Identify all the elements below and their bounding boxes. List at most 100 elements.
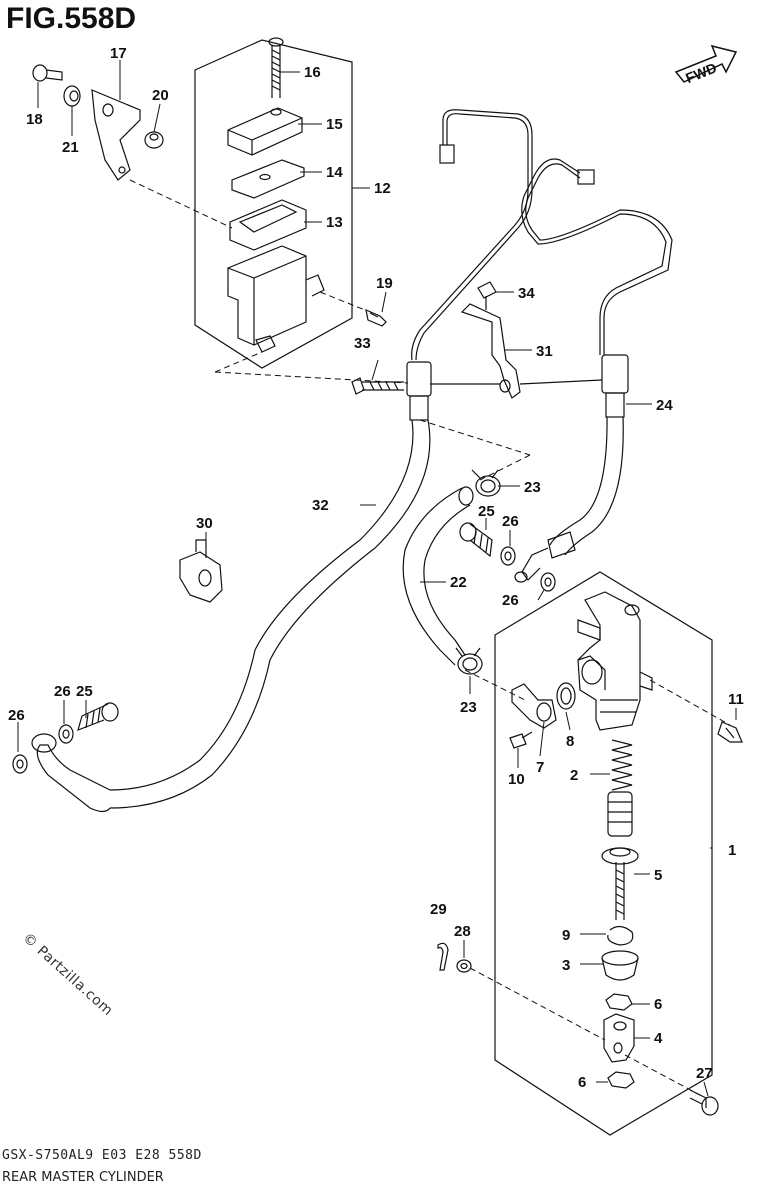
callout-31: 31: [536, 343, 553, 360]
dash-reservoir-bottom: [214, 351, 263, 373]
callout-16: 16: [304, 64, 321, 81]
callout-27: 27: [696, 1065, 713, 1082]
brake-pipe-right: [521, 158, 673, 355]
clamp-23-upper: [471, 469, 501, 497]
reservoir-cap-15: [227, 107, 303, 156]
reservoir-group-outline: [194, 39, 353, 369]
callout-14: 14: [326, 164, 343, 181]
callout-28: 28: [454, 923, 471, 940]
callout-29: 29: [430, 901, 447, 918]
callout-26-middle: 26: [502, 592, 519, 609]
leader-31-to-hose24: [519, 379, 603, 385]
footer-assembly-name: REAR MASTER CYLINDER: [2, 1170, 164, 1185]
master-cylinder-body: [577, 591, 653, 731]
callout-12: 12: [374, 180, 391, 197]
dash-pin27: [624, 1054, 701, 1096]
dash-bolt19: [319, 291, 366, 311]
circlip-9: [607, 925, 634, 946]
fwd-label: FWD: [683, 59, 719, 86]
callout-19: 19: [376, 275, 393, 292]
bolt-33: [351, 377, 404, 395]
callout-6-lower: 6: [578, 1074, 586, 1091]
screw-10: [509, 731, 533, 749]
washer-26-b: [540, 572, 556, 592]
callout-9: 9: [562, 927, 570, 944]
master-cylinder-group-outline: [494, 571, 713, 1136]
cotter-pin-29: [437, 942, 449, 971]
union-bolt-25-lower: [77, 702, 119, 731]
dash-washer28: [469, 967, 606, 1041]
callout-26-far-left: 26: [8, 707, 25, 724]
dash-hose22-to-fitting: [464, 669, 526, 701]
clamp-23-lower: [455, 647, 483, 675]
callout-34: 34: [518, 285, 535, 302]
callout-18: 18: [26, 111, 43, 128]
dash-to-clamp23: [419, 419, 531, 456]
callout-6-upper: 6: [654, 996, 662, 1013]
bolt-19: [365, 308, 387, 327]
bolt-18: [32, 64, 63, 82]
callout-10: 10: [508, 771, 525, 788]
washer-28: [456, 959, 472, 973]
union-bolt-25-upper: [459, 522, 493, 558]
callout-23-upper: 23: [524, 479, 541, 496]
pin-27: [689, 1089, 719, 1116]
brake-pipe-upper: [411, 109, 533, 361]
fitting-7: [511, 683, 557, 729]
piston: [607, 791, 633, 837]
dash-bolt11: [649, 679, 731, 726]
callout-11: 11: [728, 691, 744, 708]
push-rod-5: [601, 847, 639, 920]
cushion-20: [144, 131, 164, 149]
spring-2: [611, 739, 633, 791]
callout-32: 32: [312, 497, 329, 514]
callout-2: 2: [570, 767, 578, 784]
washer-26-a: [500, 546, 516, 566]
fwd-arrow-icon: [674, 44, 738, 83]
reservoir-body: [227, 245, 325, 353]
bracket-17: [91, 89, 141, 181]
callout-25-lower: 25: [76, 683, 93, 700]
callout-4: 4: [654, 1030, 663, 1047]
callout-26-left: 26: [54, 683, 71, 700]
callout-7: 7: [536, 759, 544, 776]
plate-14: [231, 159, 305, 199]
callout-13: 13: [326, 214, 343, 231]
callout-5: 5: [654, 867, 662, 884]
screw-16: [268, 37, 284, 98]
callout-26-upper: 26: [502, 513, 519, 530]
callout-22: 22: [450, 574, 467, 591]
brake-hose-24: [514, 354, 629, 583]
boot-3: [601, 950, 639, 981]
callout-33: 33: [354, 335, 371, 352]
callout-1: 1: [728, 842, 736, 859]
bolt-34: [477, 281, 497, 310]
joint-4: [603, 1013, 635, 1063]
bracket-31: [460, 303, 521, 399]
figure-title: FIG.558D: [6, 2, 137, 35]
dash-to-hose32: [214, 371, 409, 384]
collar-21: [63, 85, 81, 107]
callout-3: 3: [562, 957, 570, 974]
callout-20: 20: [152, 87, 169, 104]
reservoir-hose-22: [402, 486, 474, 666]
callout-25-upper: 25: [478, 503, 495, 520]
clamp-30: [179, 539, 223, 603]
callout-17: 17: [110, 45, 127, 62]
bolt-11: [717, 721, 743, 743]
washer-26-c: [58, 724, 74, 744]
callout-8: 8: [566, 733, 574, 750]
nut-6-upper: [605, 993, 633, 1011]
callout-15: 15: [326, 116, 343, 133]
nut-6-lower: [607, 1071, 635, 1089]
footer-model-code: GSX-S750AL9 E03 E28 558D: [2, 1148, 202, 1163]
o-ring-8: [556, 682, 576, 710]
brake-hose-32: [31, 361, 432, 813]
callout-21: 21: [62, 139, 79, 156]
washer-26-d: [12, 754, 28, 774]
dash-bracket-to-cap: [129, 179, 233, 229]
callout-24: 24: [656, 397, 673, 414]
diaphragm-13: [229, 199, 307, 251]
callout-30: 30: [196, 515, 213, 532]
